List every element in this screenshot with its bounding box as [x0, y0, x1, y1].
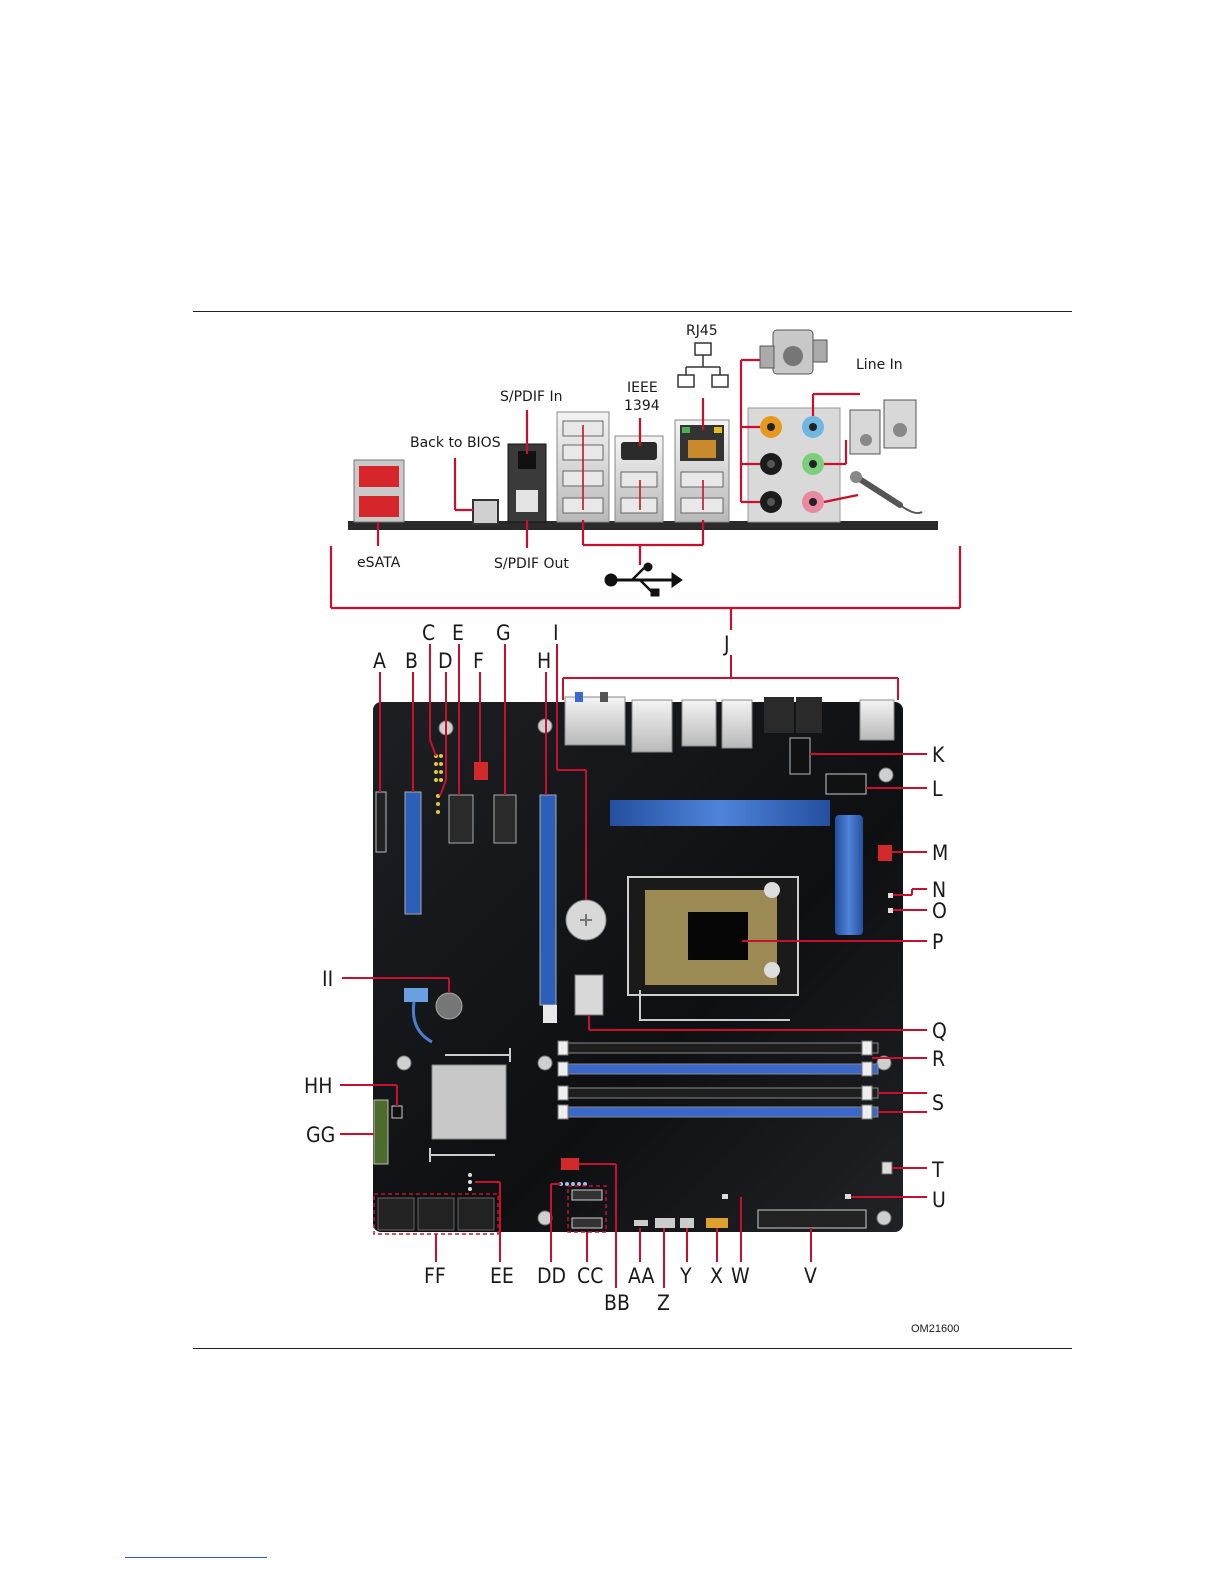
fan-header-f [474, 762, 488, 780]
callout-p: P [932, 930, 943, 954]
callout-q: Q [932, 1019, 947, 1043]
sata-connectors [374, 1194, 498, 1234]
rj45-label: RJ45 [686, 323, 718, 339]
callout-d: D [438, 649, 453, 673]
vrm-chip [575, 975, 603, 1015]
callout-t: T [931, 1158, 944, 1182]
callout-r: R [932, 1047, 945, 1071]
fan-header-m [878, 845, 892, 861]
callout-ee: EE [490, 1264, 514, 1288]
callout-x: X [710, 1264, 723, 1288]
spdif-in-label: S/PDIF In [500, 389, 562, 405]
figure-code: OM21600 [911, 1323, 959, 1335]
callout-gg: GG [306, 1123, 335, 1147]
callout-k: K [932, 743, 945, 767]
esata-label: eSATA [357, 555, 401, 571]
spdif-out-label: S/PDIF Out [494, 556, 569, 572]
callout-i: I [553, 621, 559, 645]
gg-connector [374, 1100, 388, 1164]
callout-a: A [373, 649, 386, 673]
line-in-label: Line In [856, 357, 903, 373]
callout-e: E [452, 621, 464, 645]
hh-header [392, 1106, 402, 1118]
callout-h: H [537, 649, 551, 673]
callout-u: U [932, 1188, 946, 1212]
callout-s: S [932, 1091, 944, 1115]
network-icon [678, 343, 728, 387]
ieee1394-usb-stack [615, 436, 663, 522]
cmos-battery [566, 900, 606, 940]
ieee-label-line2: 1394 [624, 398, 660, 414]
motherboard [340, 644, 927, 1288]
callout-b: B [405, 649, 418, 673]
back-to-bios-label: Back to BIOS [410, 435, 501, 451]
callout-aa: AA [628, 1264, 655, 1288]
ieee-label-line1: IEEE [627, 380, 658, 396]
callout-m: M [932, 841, 948, 865]
callout-dd: DD [537, 1264, 566, 1288]
callout-o: O [932, 899, 947, 923]
esata-ports [354, 460, 404, 522]
callout-cc: CC [577, 1264, 603, 1288]
spdif-ports [508, 444, 546, 522]
atx12v-connector [826, 774, 866, 794]
callout-ff: FF [424, 1264, 446, 1288]
callout-l: L [932, 777, 943, 801]
speaker-icon [760, 330, 827, 374]
callout-c: C [422, 621, 435, 645]
back-to-bios-button [473, 500, 498, 524]
back-panel: eSATA Back to BIOS S/PDIF In S/PDIF Out … [331, 323, 960, 630]
callout-w: W [731, 1264, 750, 1288]
esata-header [790, 738, 810, 774]
callout-bb: BB [604, 1291, 630, 1315]
callout-z: Z [657, 1291, 670, 1315]
callout-hh: HH [304, 1074, 332, 1098]
callout-y: Y [679, 1264, 692, 1288]
callout-v: V [804, 1264, 817, 1288]
microphone-icon [850, 471, 922, 513]
callout-f: F [473, 649, 484, 673]
callout-j: J [723, 632, 730, 656]
callout-ii: II [322, 967, 333, 991]
stereo-speaker-icon [850, 400, 916, 454]
rj45-usb-stack [675, 420, 729, 522]
usb-icon [605, 563, 682, 596]
callout-g: G [496, 621, 511, 645]
